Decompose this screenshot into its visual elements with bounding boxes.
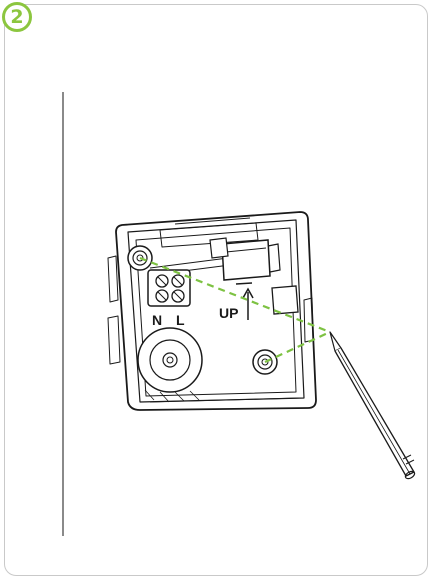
motor-housing-icon (209, 237, 299, 315)
wall-edge-line (62, 92, 64, 536)
label-live: L (176, 312, 185, 328)
cable-entry-boss-icon (137, 327, 203, 393)
marking-guide-lines (139, 256, 331, 363)
step-number: 2 (10, 5, 24, 28)
up-arrow-icon (242, 287, 254, 320)
label-up: UP (219, 305, 238, 321)
terminal-block-icon (147, 269, 191, 307)
label-neutral: N (152, 312, 162, 328)
step-badge: 2 (2, 2, 32, 32)
pencil-icon (329, 331, 416, 480)
